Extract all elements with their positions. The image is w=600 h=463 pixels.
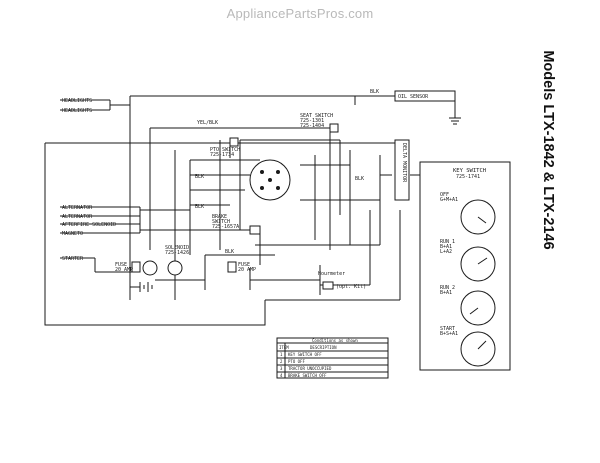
brake-switch-symbol	[249, 225, 261, 235]
label-alternator-1: ALTERNATOR	[62, 205, 93, 211]
label-pto-switch: PTO SWITCH	[210, 147, 240, 153]
wire-label-blk-low: BLK	[225, 249, 234, 255]
ks-pos-off: OFF	[440, 192, 449, 198]
label-layer: HEADLIGHTS HEADLIGHTS ALTERNATOR ALTERNA…	[62, 89, 486, 378]
conditions-header-desc: DESCRIPTION	[310, 345, 337, 350]
label-brake: BRAKE	[212, 214, 227, 220]
key-switch-title: KEY SWITCH	[453, 168, 486, 174]
label-magneto: MAGNETO	[62, 231, 83, 237]
conditions-row-4-item: 4	[280, 373, 283, 378]
label-hourmeter-kit: (opt. Kit)	[336, 284, 366, 290]
battery-symbol	[130, 282, 153, 292]
dial-pointers	[469, 216, 488, 350]
solenoid-symbol	[142, 260, 158, 276]
ks-pos-run1-code-line1: B+A1	[440, 244, 452, 250]
label-fuse-1-rating: 20 AMP	[115, 267, 133, 273]
label-fuse-2: FUSE	[238, 262, 250, 268]
ks-pos-start: START	[440, 326, 455, 332]
fuse-symbol-1	[131, 261, 141, 273]
label-pto-switch-pn: 725-1734	[210, 152, 234, 158]
wire-label-blk-mid: BLK	[195, 174, 204, 180]
wire-label-blk-top: BLK	[370, 89, 379, 95]
ks-pos-run2-code: B+A1	[440, 290, 452, 296]
conditions-row-3-item: 3	[280, 366, 283, 371]
label-seat-switch-pn2: 725-1404	[300, 123, 324, 129]
wire-layer	[44, 95, 461, 326]
conditions-row-1-desc: KEY SWITCH OFF	[288, 352, 322, 357]
wire-label-yel-blk: YEL/BLK	[197, 120, 218, 126]
label-headlights-2: HEADLIGHTS	[62, 108, 92, 114]
wire-label-blk-brake: BLK	[195, 204, 204, 210]
conditions-header-item: ITEM	[279, 345, 289, 350]
label-delta-monitor: DELTA MONITOR	[401, 143, 407, 183]
label-solenoid-pn: 725-1426	[165, 250, 189, 256]
label-fuse-2-rating: 20 AMP	[238, 267, 256, 273]
conditions-row-1-item: 1	[280, 352, 283, 357]
pto-connector	[229, 137, 239, 147]
label-solenoid: SOLENOID	[165, 245, 189, 251]
ks-pos-run2: RUN 2	[440, 285, 455, 291]
solenoid-terminal	[167, 260, 183, 276]
label-brake-switch-pn: 725-1657A	[212, 224, 239, 230]
label-seat-switch: SEAT SWITCH	[300, 113, 333, 119]
label-brake-switch: SWITCH	[212, 219, 230, 225]
delta-monitor-box	[394, 139, 410, 201]
label-alternator-2: ALTERNATOR	[62, 214, 93, 220]
conditions-table-grid	[276, 337, 389, 379]
label-starter: STARTER	[62, 256, 84, 262]
ks-pos-run1-code-line2: L+A2	[440, 249, 452, 255]
label-oil-sensor: OIL SENSOR	[398, 94, 429, 100]
oil-sensor-box	[394, 90, 456, 102]
label-afterfire-solenoid: AFTERFIRE SOLENOID	[62, 222, 116, 228]
label-fuse-1: FUSE	[115, 262, 127, 268]
conditions-title: Conditions as shown	[312, 338, 358, 343]
ks-pos-off-code: G+M+A1	[440, 197, 458, 203]
label-hourmeter: Hourmeter	[318, 271, 345, 277]
seat-switch-symbol	[329, 123, 339, 133]
conditions-row-2-item: 2	[280, 359, 283, 364]
conditions-row-2-desc: PTO OFF	[288, 359, 305, 364]
conditions-row-3-desc: TRACTOR UNOCCUPIED	[288, 366, 332, 371]
ks-pos-start-code: B+S+A1	[440, 331, 458, 337]
watermark: AppliancePartsPros.com	[226, 6, 374, 21]
ks-pos-run1: RUN 1	[440, 239, 455, 245]
key-switch-pn: 725-1741	[456, 174, 480, 180]
label-headlights-1: HEADLIGHTS	[62, 98, 92, 104]
conditions-row-4-desc: BRAKE SWITCH OFF	[288, 373, 327, 378]
hourmeter-symbol	[322, 281, 334, 290]
component-layer	[130, 90, 511, 379]
fuse-symbol-2	[227, 261, 237, 273]
wire-label-blk-right: BLK	[355, 176, 364, 182]
label-seat-switch-pn1: 725-1301	[300, 118, 324, 124]
